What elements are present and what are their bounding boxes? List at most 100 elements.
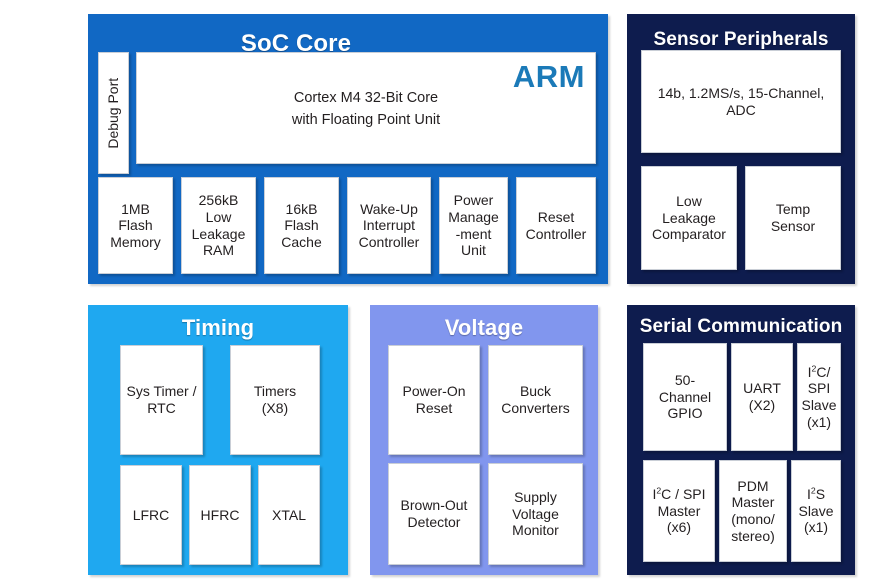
block-label-line-2: Detector	[407, 514, 461, 530]
arm-logo-icon: ARM	[512, 59, 585, 94]
block-label-line-1: 16kB	[285, 200, 318, 217]
panel-title-voltage: Voltage	[444, 315, 524, 340]
block-label-line-1: HFRC	[200, 506, 240, 523]
block-label-line-1: LFRC	[132, 506, 170, 523]
block-label-line-1: Buck	[519, 383, 552, 400]
block-xtal[interactable]: XTAL	[258, 465, 320, 565]
block-label-line-4: RAM	[202, 242, 235, 259]
block-debug-port[interactable]: Debug Port	[98, 52, 129, 174]
block-label: Sys Timer /RTC	[126, 383, 196, 416]
block-adc[interactable]: 14b, 1.2MS/s, 15-Channel,ADC	[641, 50, 841, 153]
block-label-line-1: I2S	[806, 485, 826, 503]
block-label-line-1: I2C/	[807, 363, 831, 380]
block-label-line-1: Supply	[514, 489, 557, 506]
block-label-line-3: Monitor	[512, 522, 559, 539]
block-label-line-1: Power-On	[402, 383, 466, 400]
block-label-line-1: Reset	[537, 208, 575, 225]
block-label-line-2: Voltage	[512, 505, 559, 522]
block-label-line-2: Slave	[798, 502, 834, 519]
block-label: Timers(X8)	[254, 383, 296, 416]
panel-title-timing: Timing	[181, 315, 255, 340]
block-label-line-1: 50-	[674, 372, 696, 389]
block-label: HFRC	[201, 507, 240, 524]
block-label-line-2: RTC	[147, 400, 176, 416]
block-label-line-3: (x1)	[803, 519, 829, 536]
panel-title-serial-communication: Serial Communication	[639, 316, 843, 337]
block-label-line-2: Reset	[415, 400, 453, 416]
block-label-line-1: Sys Timer /	[126, 383, 197, 400]
block-uart[interactable]: UART(X2)	[731, 343, 793, 451]
block-label: LFRC	[133, 507, 170, 524]
block-label-line-1: I2C / SPI	[652, 485, 706, 503]
block-label-line-1: Power	[453, 192, 494, 209]
block-label-line-4: (x1)	[806, 413, 832, 430]
block-label-line-3: Cache	[281, 233, 322, 250]
block-label-line-3: Slave	[801, 397, 837, 413]
block-label-line-2: Flash	[118, 217, 153, 234]
block-label-line-1: XTAL	[272, 506, 306, 523]
block-label-line-4: stereo)	[731, 527, 775, 544]
block-timers[interactable]: Timers(X8)	[230, 345, 320, 455]
block-cortex-m4[interactable]: ARM Cortex M4 32-Bit Core with Floating …	[136, 52, 596, 164]
block-label-line-3: (mono/	[731, 511, 775, 527]
block-label-line-2: (X2)	[748, 397, 776, 413]
block-label-line-1: 256kB	[198, 192, 239, 209]
block-label-line-1: Timers	[253, 383, 297, 400]
block-label-debug-port: Debug Port	[105, 77, 122, 149]
block-label: UART(X2)	[743, 380, 781, 413]
block-label-line-1: 1MB	[121, 200, 150, 217]
block-label-line-4: Unit	[461, 242, 486, 259]
block-label-line-2: Leakage	[662, 209, 716, 226]
block-label-line-3: Comparator	[652, 226, 726, 243]
block-label-line-2: Low	[205, 208, 232, 225]
block-lfrc[interactable]: LFRC	[120, 465, 182, 565]
block-label-line-1: 14b, 1.2MS/s, 15-Channel,	[657, 84, 825, 101]
block-hfrc[interactable]: HFRC	[189, 465, 251, 565]
block-label-line-1: Temp	[775, 201, 811, 218]
block-label-line-2: ADC	[726, 101, 756, 118]
block-label-line-1: UART	[743, 380, 781, 397]
block-label-line-2: Flash	[284, 217, 319, 234]
cortex-line-1: Cortex M4 32-Bit Core	[293, 89, 439, 106]
block-label-line-1: Brown-Out	[400, 497, 468, 514]
panel-sensor-peripherals: Sensor Peripherals 14b, 1.2MS/s, 15-Chan…	[627, 14, 855, 284]
block-label-line-2: Master	[657, 502, 701, 519]
panel-title-sensor-peripherals: Sensor Peripherals	[653, 29, 829, 50]
block-label-line-3: GPIO	[667, 405, 703, 422]
block-label-line-1: PDM	[737, 477, 769, 494]
block-sys-timer-rtc[interactable]: Sys Timer /RTC	[120, 345, 203, 455]
block-label-line-1: Low	[676, 193, 702, 210]
